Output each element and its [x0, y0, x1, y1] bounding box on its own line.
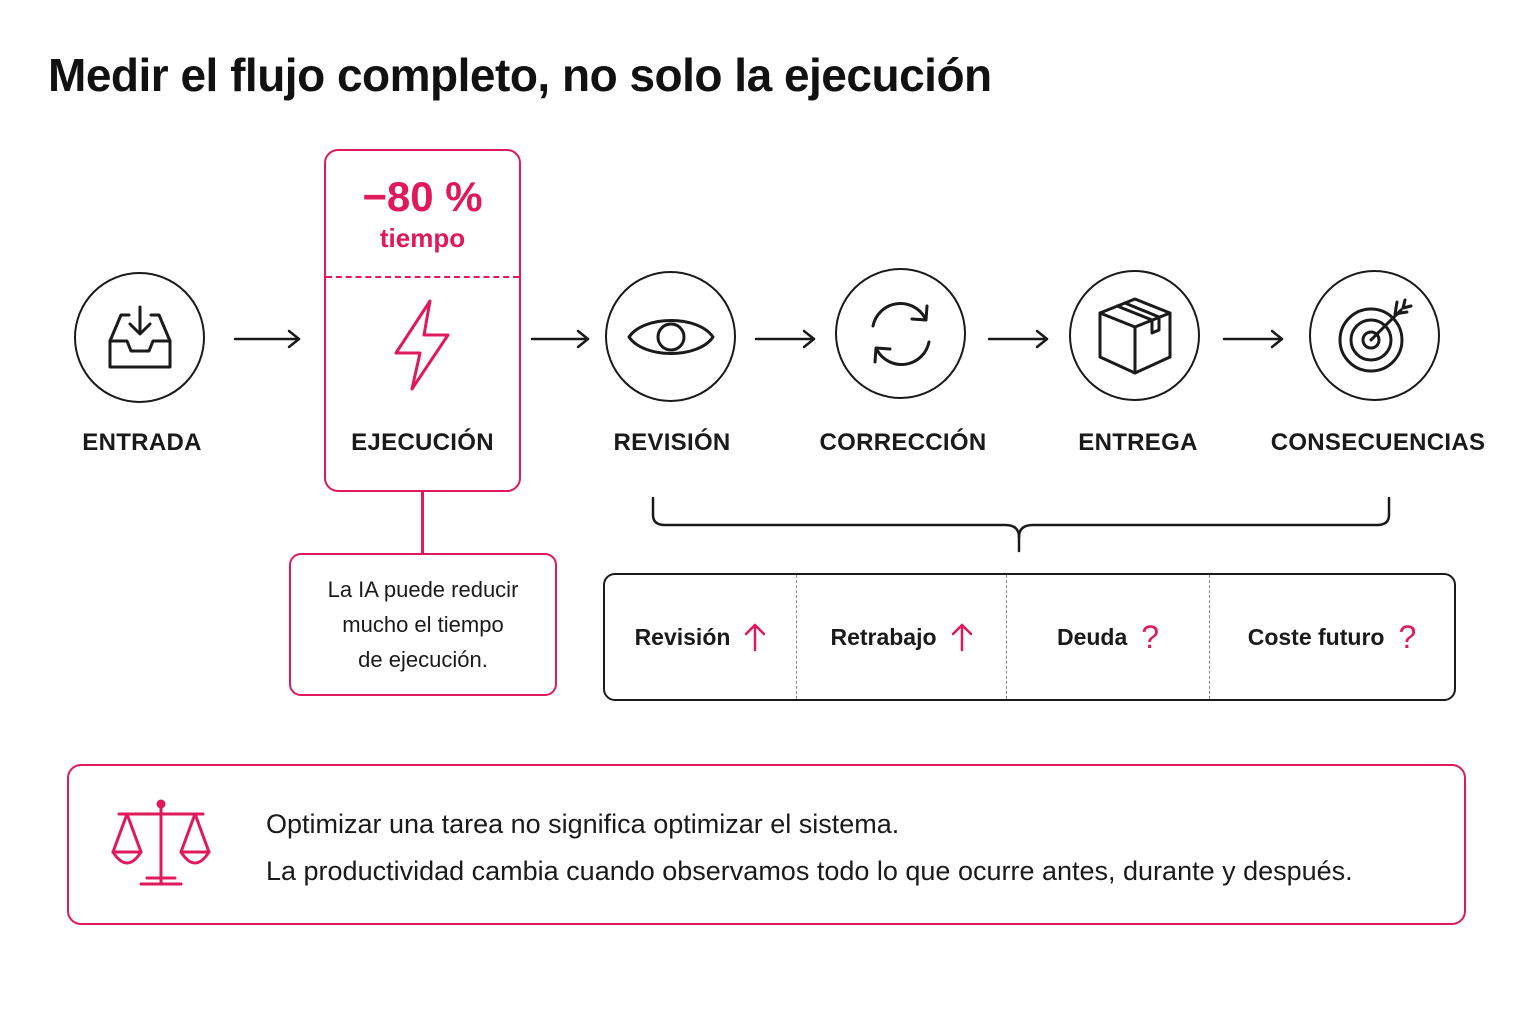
execution-step-box: −80 % tiempo EJECUCIÓN: [324, 149, 521, 492]
target-icon: [1338, 298, 1412, 372]
execution-time-value: −80 %: [362, 173, 483, 220]
note-line: mucho el tiempo: [342, 612, 504, 637]
conclusion-line-2: La productividad cambia cuando observamo…: [266, 856, 1353, 886]
box-icon: [1098, 297, 1171, 374]
step-entrega-circle: [1069, 270, 1200, 401]
step-revision-circle: [605, 271, 736, 402]
eye-icon: [627, 318, 714, 355]
execution-note-box: La IA puede reducir mucho el tiempo de e…: [289, 553, 557, 696]
page-title: Medir el flujo completo, no solo la ejec…: [48, 49, 992, 101]
arrow-icon: [1222, 329, 1284, 349]
metric-revision: Revisión: [605, 575, 796, 699]
question-mark-icon: ?: [1398, 619, 1417, 655]
metric-label: Coste futuro: [1247, 623, 1385, 650]
scale-icon: [111, 799, 211, 886]
conclusion-box: Optimizar una tarea no significa optimiz…: [67, 764, 1466, 925]
metric-label: Revisión: [634, 623, 731, 650]
metric-label: Deuda: [1056, 623, 1128, 650]
metric-retrabajo: Retrabajo: [796, 575, 1006, 699]
step-revision-label: REVISIÓN: [613, 429, 731, 456]
curly-brace: [651, 496, 1391, 553]
note-line: de ejecución.: [358, 647, 488, 672]
note-line: La IA puede reducir: [327, 577, 519, 602]
step-correccion-label: CORRECCIÓN: [819, 429, 987, 456]
step-correccion-circle: [835, 268, 966, 399]
execution-connector-line: [421, 492, 424, 554]
arrow-icon: [754, 329, 816, 349]
step-consecuencias-label: CONSECUENCIAS: [1270, 429, 1486, 456]
step-consecuencias-circle: [1309, 270, 1440, 401]
step-entrada-circle: [74, 272, 205, 403]
inbox-icon: [108, 305, 171, 368]
step-ejecucion-label: EJECUCIÓN: [351, 429, 494, 456]
refresh-icon: [871, 301, 930, 366]
question-mark-icon: ?: [1141, 619, 1160, 655]
metric-coste-futuro: Coste futuro ?: [1209, 575, 1454, 699]
execution-time-unit: tiempo: [379, 223, 466, 253]
step-entrega-label: ENTREGA: [1078, 429, 1198, 456]
metric-label: Retrabajo: [830, 623, 937, 650]
arrow-icon: [987, 329, 1049, 349]
arrow-up-icon: [744, 622, 766, 652]
arrow-icon: [233, 329, 301, 349]
arrow-up-icon: [951, 622, 973, 652]
lightning-icon: [394, 299, 450, 391]
conclusion-line-1: Optimizar una tarea no significa optimiz…: [266, 809, 900, 839]
arrow-icon: [530, 329, 590, 349]
execution-divider: [326, 276, 519, 278]
metrics-panel: Revisión Retrabajo Deuda ? Coste futuro …: [603, 573, 1456, 701]
step-entrada-label: ENTRADA: [82, 429, 202, 456]
metric-deuda: Deuda ?: [1006, 575, 1209, 699]
